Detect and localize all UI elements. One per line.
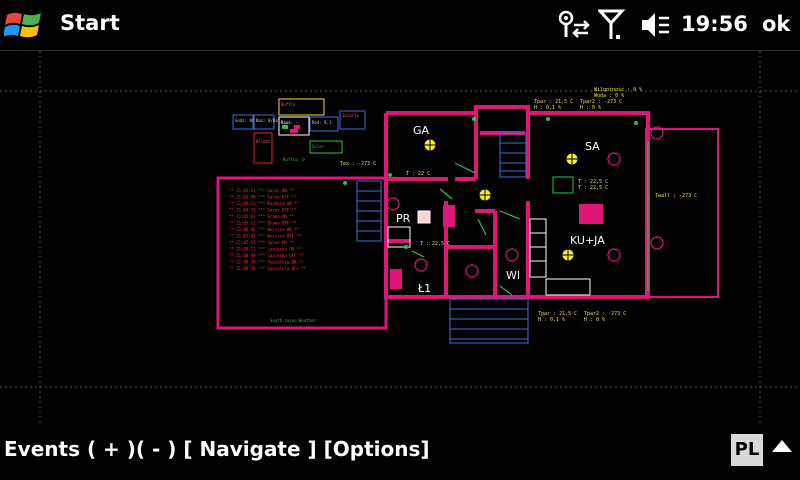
- status-bar: Start 19:56 ok: [0, 0, 800, 51]
- signal-icon[interactable]: [598, 9, 626, 41]
- map-grid: [0, 51, 800, 423]
- fireplace: [579, 204, 603, 224]
- log-line: ** 21:04:12 *** Kuchnia ON **: [229, 201, 299, 206]
- reading-twall: Twall : -273 C: [655, 193, 697, 199]
- log-line: ** 21:04:33 *** Garaz OFF **: [229, 208, 297, 213]
- stairs-left: [356, 180, 382, 242]
- reading-h2: H : 0 %: [580, 105, 601, 111]
- doors: [411, 141, 649, 296]
- log-line: ** 21:09:30 *** Sypialnia ON **: [229, 260, 304, 265]
- log-line: ** 21:07:03 *** Wejscie OFF **: [229, 234, 302, 239]
- legend-3: Raus: -: [281, 120, 298, 125]
- volume-icon[interactable]: [639, 9, 671, 41]
- floor-plan-map[interactable]: Godz: 0h Baz: 0/Kaf Bufflo Raus: - Red: …: [0, 51, 800, 423]
- language-badge[interactable]: PL: [731, 434, 763, 466]
- windows-start-icon[interactable]: [4, 7, 44, 43]
- room-kuja[interactable]: KU+JA: [570, 234, 605, 247]
- log-line: ** 21:06:40 *** Wejscie ON **: [229, 227, 299, 232]
- lamps[interactable]: [423, 138, 579, 262]
- reading-bot2: Tpar2 : -273 C: [584, 311, 626, 317]
- box-2[interactable]: [253, 114, 275, 130]
- log-line: ** 21:05:11 *** Brama OFF **: [229, 221, 297, 226]
- left-room[interactable]: Tex : -273 C South salon Weather ** 21:0…: [216, 161, 388, 330]
- room-pr[interactable]: PR: [396, 212, 411, 225]
- legend-1: Godz: 0h: [235, 118, 255, 123]
- bottom-bar: Events ( + )( - ) [ Navigate ] [Options]: [0, 425, 800, 480]
- reading-h: H : 0,1 %: [534, 105, 561, 111]
- log-line: ** 21:07:55 *** Salon ON **: [229, 240, 295, 245]
- zoom-out-button[interactable]: ( - ): [135, 437, 177, 461]
- log-line: ** 21:03:51 *** Salon ON **: [229, 188, 295, 193]
- reading-sa: T : 22,5 C: [578, 179, 608, 185]
- box-1[interactable]: [232, 114, 254, 130]
- box-5[interactable]: [309, 116, 339, 132]
- outer-room-right: [645, 128, 719, 298]
- options-button[interactable]: [Options]: [323, 437, 430, 461]
- reading-water: Woda : 0 %: [594, 93, 624, 99]
- ok-button[interactable]: ok: [762, 12, 791, 36]
- stairs-top: [499, 132, 527, 178]
- lamps-off[interactable]: [386, 126, 664, 278]
- clock[interactable]: 19:56: [681, 12, 748, 36]
- reading-bot2b: H : 0 %: [584, 317, 605, 323]
- zoom-in-button[interactable]: ( + ): [86, 437, 136, 461]
- reading-bot1b: H : 0,1 %: [538, 317, 565, 323]
- legend-9: Klimat: [256, 139, 271, 144]
- legend-6: Bufflo: [281, 102, 296, 107]
- box-8[interactable]: [309, 140, 343, 154]
- log-line: ** 21:08:49 *** Lazienka OFF **: [229, 253, 304, 258]
- log-line: ** 21:05:02 *** Brama ON **: [229, 214, 295, 219]
- reading-bot1: Tpar : 21,5 C: [538, 311, 577, 317]
- stairs-bottom: [449, 298, 529, 344]
- reading-humidity: Wilgotność : 0 %: [594, 86, 642, 93]
- legend-5: Red: 0,1: [312, 120, 332, 125]
- room-sa[interactable]: SA: [585, 140, 600, 153]
- softkey-menu: Events ( + )( - ) [ Navigate ] [Options]: [4, 437, 430, 461]
- legend-11: Bufflo: 0: [283, 157, 305, 162]
- events-button[interactable]: Events: [4, 437, 80, 461]
- sensors: [343, 117, 638, 249]
- south-label: South salon Weather: [270, 318, 316, 323]
- table: [552, 176, 574, 194]
- arrow-up-icon[interactable]: [772, 440, 792, 452]
- legend-4: Solar: [312, 144, 325, 149]
- box-4[interactable]: [278, 116, 310, 136]
- event-log: ** 21:03:51 *** Salon ON ** ** 21:03:58 *…: [229, 188, 307, 271]
- reading-sa2: T : 22,5 C: [578, 185, 608, 191]
- room-l1[interactable]: Ł1: [417, 282, 431, 295]
- box-7[interactable]: [253, 132, 273, 164]
- navigate-button[interactable]: [ Navigate ]: [183, 437, 317, 461]
- log-line: ** 21:03:58 *** Salon OFF **: [229, 195, 297, 200]
- box-6[interactable]: [339, 110, 366, 130]
- box-3[interactable]: [278, 98, 325, 116]
- room-ga[interactable]: GA: [413, 124, 430, 137]
- legend-2: Baz: 0/Kaf: [256, 118, 281, 123]
- window-title[interactable]: Start: [60, 11, 120, 35]
- log-line: ** 21:09:58 *** Sypialnia OFF **: [229, 266, 307, 271]
- reading-ga: T : 22 C: [406, 171, 430, 177]
- room-wi[interactable]: WI: [506, 269, 520, 282]
- tex-reading: Tex : -273 C: [340, 161, 376, 167]
- reading-pr: T : 22,5 C: [420, 241, 450, 247]
- reading-tpar: Tpar : 21,5 C: [534, 99, 573, 105]
- control-boxes[interactable]: Godz: 0h Baz: 0/Kaf Bufflo Raus: - Red: …: [232, 98, 366, 164]
- reading-tpar2: Tpar2 : -273 C: [580, 99, 622, 105]
- kitchen-counter: [529, 218, 547, 278]
- connectivity-icon[interactable]: [556, 9, 592, 41]
- log-line: ** 21:08:12 *** Lazienka ON **: [229, 247, 302, 252]
- legend-7: SolarTe: [342, 113, 359, 118]
